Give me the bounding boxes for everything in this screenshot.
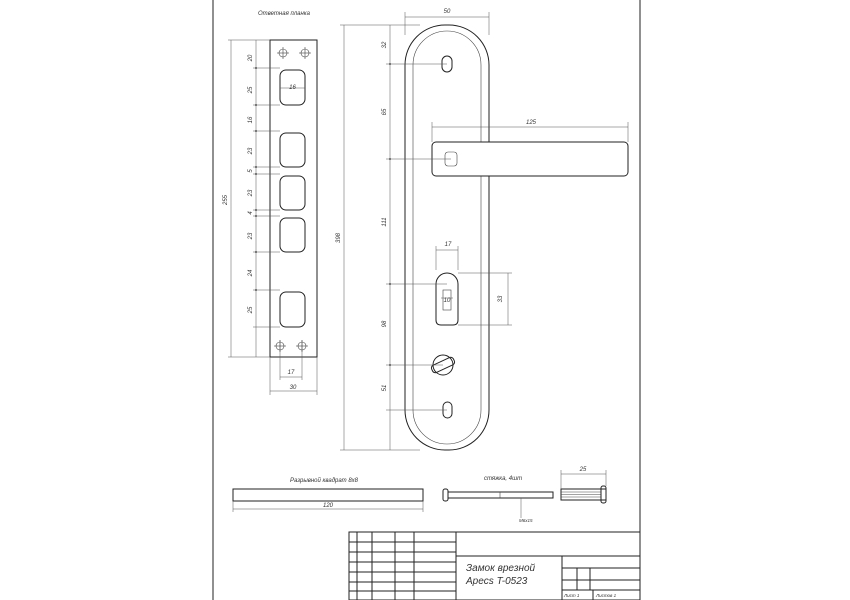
dim-cylinder-width: 17 [445, 242, 452, 248]
dim-plate-width: 30 [290, 385, 297, 391]
lever-handle: 125 [431, 120, 629, 177]
plate-dimension-chain [228, 39, 280, 358]
plate-width-dims: 17 30 [269, 340, 318, 395]
strike-plate: Ответная планка [223, 11, 318, 395]
dim-handle-seg-2: 65 [382, 108, 388, 115]
dim-handle-seg-1: 32 [382, 41, 388, 48]
sheet-label: Лист 1 [563, 593, 580, 598]
title-line-1: Замок врезной [466, 563, 536, 574]
mounting-holes-top [277, 47, 311, 59]
dim-lever-length: 125 [526, 120, 537, 126]
sheet-frame [212, 0, 641, 600]
screw-thread-label: M6х15 [519, 518, 533, 523]
dim-plate-seg-1: 20 [248, 54, 254, 62]
cylinder-cutout: 17 10 33 [435, 242, 512, 326]
dim-cylinder-height: 33 [498, 295, 504, 302]
handle-plate: 125 17 10 33 50 [336, 9, 629, 451]
title-line-2: Apecs T-0523 [465, 576, 528, 587]
dim-plate-seg-9: 24 [248, 269, 254, 277]
dim-plate-seg-5: 5 [248, 169, 254, 173]
dim-plate-seg-2: 25 [248, 86, 254, 94]
title-block: Замок врезной Apecs T-0523 Лист 1 Листов… [348, 531, 641, 600]
dim-plate-height: 255 [223, 194, 229, 206]
dim-handle-seg-3: 111 [382, 217, 388, 226]
dim-plate-inner-width: 17 [288, 370, 295, 376]
spindle-bar: Разрывной квадрат 8х8 120 [232, 477, 424, 512]
dim-plate-slot-width: 16 [289, 85, 296, 91]
screws: стяжка, 4шт M6х15 25 [442, 467, 607, 523]
dim-handle-seg-5: 51 [382, 385, 388, 392]
dim-handle-height: 398 [336, 232, 342, 243]
dim-handle-seg-4: 98 [382, 320, 388, 327]
spindle-bar-title: Разрывной квадрат 8х8 [290, 477, 359, 484]
mounting-holes-bottom [274, 340, 308, 352]
handle-width-dim: 50 [404, 9, 490, 35]
handle-height-dim: 398 [336, 24, 420, 451]
dim-plate-seg-8: 23 [248, 232, 254, 240]
dim-bar-length: 120 [323, 503, 334, 509]
plate-dimension-labels: 20 25 16 23 5 23 4 23 24 25 255 [223, 54, 254, 314]
dim-plate-seg-6: 23 [248, 189, 254, 197]
plate-slot-width-dim: 16 [280, 85, 305, 91]
sheets-label: Листов 1 [595, 593, 617, 598]
dim-plate-seg-3: 16 [248, 116, 254, 123]
strike-slots [279, 69, 306, 328]
dim-plate-seg-7: 4 [248, 211, 254, 215]
strike-plate-title: Ответная планка [258, 11, 311, 17]
dim-plate-seg-10: 25 [248, 306, 254, 314]
dim-screw-length: 25 [579, 467, 587, 473]
screws-title: стяжка, 4шт [484, 476, 522, 482]
dim-cylinder-inner: 10 [444, 298, 451, 304]
handle-segment-chain: 32 65 111 98 51 [382, 25, 451, 450]
dim-plate-seg-4: 23 [248, 147, 254, 155]
dim-handle-width: 50 [444, 9, 451, 15]
